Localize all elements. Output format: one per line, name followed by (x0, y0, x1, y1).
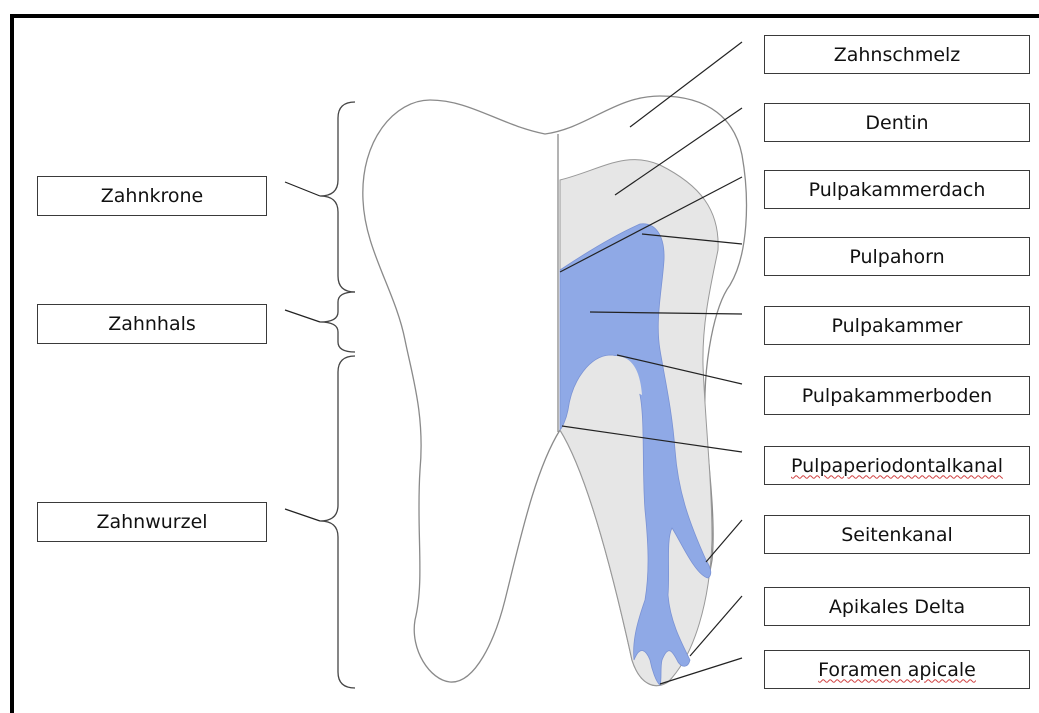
label-zahnschmelz: Zahnschmelz (764, 35, 1030, 74)
brace-zahnwurzel (320, 356, 355, 688)
label-zahnhals-text: Zahnhals (108, 313, 196, 335)
label-apikales-delta-text: Apikales Delta (829, 596, 965, 618)
brace-zahnhals (320, 292, 355, 352)
label-foramen-apicale: Foramen apicale (764, 650, 1030, 689)
label-zahnkrone: Zahnkrone (37, 176, 267, 216)
label-pulpakammer-text: Pulpakammer (832, 315, 963, 337)
label-pulpakammerboden: Pulpakammerboden (764, 376, 1030, 415)
label-seitenkanal-text: Seitenkanal (841, 524, 953, 546)
label-zahnwurzel: Zahnwurzel (37, 502, 267, 542)
label-zahnkrone-text: Zahnkrone (101, 185, 204, 207)
label-dentin-text: Dentin (865, 112, 928, 134)
label-pulpakammer: Pulpakammer (764, 306, 1030, 345)
label-pulpakammerdach: Pulpakammerdach (764, 170, 1030, 209)
label-pulpahorn-text: Pulpahorn (849, 246, 944, 268)
label-pulpaperiodontalkanal: Pulpaperiodontalkanal (764, 446, 1030, 485)
leader-zahnwurzel (285, 509, 320, 521)
label-apikales-delta: Apikales Delta (764, 587, 1030, 626)
leader-zahnkrone (285, 182, 320, 196)
label-pulpaperiodontalkanal-text: Pulpaperiodontalkanal (791, 455, 1003, 477)
label-pulpakammerdach-text: Pulpakammerdach (809, 179, 986, 201)
label-zahnschmelz-text: Zahnschmelz (834, 44, 961, 66)
label-pulpakammerboden-text: Pulpakammerboden (802, 385, 992, 407)
label-foramen-apicale-text: Foramen apicale (818, 659, 976, 681)
label-zahnhals: Zahnhals (37, 304, 267, 344)
label-pulpahorn: Pulpahorn (764, 237, 1030, 276)
label-zahnwurzel-text: Zahnwurzel (96, 511, 207, 533)
label-seitenkanal: Seitenkanal (764, 515, 1030, 554)
brace-zahnkrone (320, 102, 355, 292)
leader-zahnhals (285, 310, 320, 322)
label-dentin: Dentin (764, 103, 1030, 142)
